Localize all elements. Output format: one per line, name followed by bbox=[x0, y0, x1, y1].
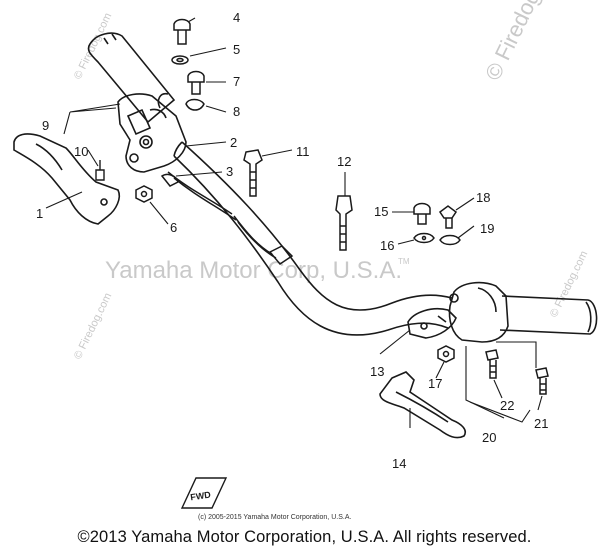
washer-5 bbox=[171, 55, 189, 65]
lever-bracket-13 bbox=[407, 307, 457, 339]
clamp-12 bbox=[335, 195, 353, 251]
switch-cable bbox=[160, 171, 294, 265]
screw-18 bbox=[438, 205, 458, 229]
callout-9: 9 bbox=[42, 118, 49, 133]
fwd-label: FWD bbox=[190, 489, 212, 502]
screw-22 bbox=[485, 349, 499, 379]
left-grip bbox=[87, 32, 176, 124]
callout-13: 13 bbox=[370, 364, 384, 379]
callout-4: 4 bbox=[233, 10, 240, 25]
nut-6 bbox=[135, 185, 153, 203]
callout-2: 2 bbox=[230, 135, 237, 150]
callout-5: 5 bbox=[233, 42, 240, 57]
clamp-11 bbox=[243, 149, 263, 197]
watermark-left: © Firedog.com bbox=[72, 291, 114, 361]
watermark-top-left: © Firedog.com bbox=[72, 11, 114, 81]
washer-19 bbox=[439, 234, 461, 246]
bolt-10 bbox=[95, 160, 105, 181]
callout-17: 17 bbox=[428, 376, 442, 391]
callout-3: 3 bbox=[226, 164, 233, 179]
watermark-top-right: © Firedog.com bbox=[480, 0, 566, 84]
callout-22: 22 bbox=[500, 398, 514, 413]
fwd-arrow-icon: FWD bbox=[180, 477, 228, 509]
callout-20: 20 bbox=[482, 430, 496, 445]
callout-7: 7 bbox=[233, 74, 240, 89]
callout-10: 10 bbox=[74, 144, 88, 159]
screw-4 bbox=[173, 18, 191, 45]
callout-8: 8 bbox=[233, 104, 240, 119]
callout-11: 11 bbox=[296, 144, 310, 159]
left-lever bbox=[13, 133, 121, 225]
washer-16 bbox=[413, 232, 435, 244]
right-lever-14 bbox=[379, 371, 467, 439]
callout-6: 6 bbox=[170, 220, 177, 235]
callout-21: 21 bbox=[534, 416, 548, 431]
small-copyright: (c) 2005-2015 Yamaha Motor Corporation, … bbox=[198, 514, 351, 521]
callout-18: 18 bbox=[476, 190, 490, 205]
watermark-right: © Firedog.com bbox=[548, 249, 590, 319]
watermark-center: Yamaha Motor Corp, U.S.A. bbox=[105, 257, 402, 284]
callout-19: 19 bbox=[480, 221, 494, 236]
nut-17 bbox=[437, 345, 455, 363]
trademark-mark: TM bbox=[398, 257, 410, 266]
leader-lines bbox=[45, 17, 543, 428]
copyright-footer: ©2013 Yamaha Motor Corporation, U.S.A. A… bbox=[77, 528, 532, 546]
callout-1: 1 bbox=[36, 206, 43, 221]
callout-12: 12 bbox=[337, 154, 351, 169]
callout-15: 15 bbox=[374, 204, 388, 219]
callout-14: 14 bbox=[392, 456, 406, 471]
handlebar bbox=[173, 141, 453, 336]
callout-16: 16 bbox=[380, 238, 394, 253]
screw-7 bbox=[187, 70, 205, 95]
right-grip bbox=[499, 295, 598, 335]
washer-8 bbox=[185, 98, 205, 111]
right-switch-housing bbox=[448, 281, 509, 343]
screw-15 bbox=[413, 202, 431, 225]
left-switch-housing bbox=[117, 93, 187, 173]
screw-21 bbox=[535, 367, 549, 395]
